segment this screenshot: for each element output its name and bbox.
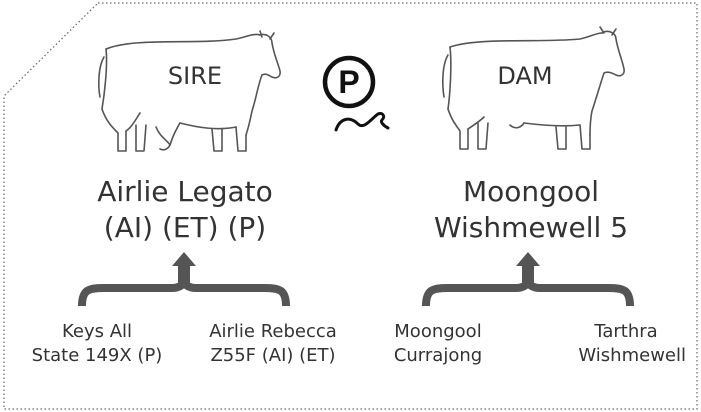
dam-parents-brace [422, 252, 634, 307]
dam-dam-line2: Wishmewell [578, 345, 686, 366]
sire-tag: SIRE [167, 62, 223, 90]
sire-name-line1: Airlie Legato [97, 175, 273, 208]
polled-logo-letter: P [338, 64, 359, 100]
sire-sire: Keys All State 149X (P) [24, 320, 170, 368]
dam-sire-line1: Moongool [394, 321, 482, 342]
sire-sire-line2: State 149X (P) [31, 345, 163, 366]
dam-name-line1: Moongool [463, 175, 599, 208]
cow-outline-icon [442, 26, 625, 150]
dam-dam: Tarthra Wishmewell [556, 320, 686, 368]
sire-sire-line1: Keys All [61, 321, 133, 342]
dam-name: Moongool Wishmewell 5 [406, 174, 656, 246]
sire-name: Airlie Legato (AI) (ET) (P) [60, 174, 310, 246]
dam-dam-line1: Tarthra [594, 321, 658, 342]
dam-tag: DAM [497, 62, 553, 90]
sire-name-line2: (AI) (ET) (P) [103, 211, 267, 244]
sire-parents-brace [78, 252, 290, 307]
dam-name-line2: Wishmewell 5 [433, 211, 629, 244]
sire-dam: Airlie Rebecca Z55F (AI) (ET) [200, 320, 346, 368]
polled-logo-icon: P [322, 55, 390, 132]
sire-dam-line2: Z55F (AI) (ET) [210, 345, 336, 366]
dam-sire-line2: Currajong [393, 345, 483, 366]
dam-sire: Moongool Currajong [378, 320, 498, 368]
bull-outline-icon [98, 30, 281, 152]
sire-dam-line1: Airlie Rebecca [209, 321, 337, 342]
